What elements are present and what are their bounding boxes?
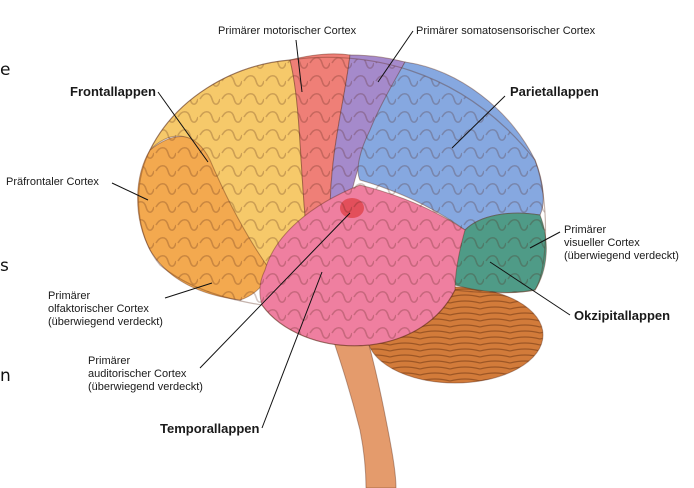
label-visual-cortex: Primärer visueller Cortex (überwiegend v… bbox=[564, 224, 679, 262]
brainstem bbox=[329, 329, 397, 488]
leader-parietal bbox=[451, 95, 506, 149]
label-auditory-cortex: Primärer auditorischer Cortex (überwiege… bbox=[88, 355, 203, 393]
label-motor-cortex: Primärer motorischer Cortex bbox=[218, 25, 357, 37]
leader-somato bbox=[377, 30, 414, 83]
label-prefrontal-cortex: Präfrontaler Cortex bbox=[6, 176, 99, 188]
label-olfactory-cortex: Primärer olfaktorischer Cortex (überwieg… bbox=[48, 290, 163, 328]
cropped-text-fragment: e bbox=[0, 60, 11, 80]
leader-frontal bbox=[157, 91, 209, 163]
label-somatosensory-cortex: Primärer somatosensorischer Cortex bbox=[416, 25, 596, 37]
cropped-text-fragment: n bbox=[0, 366, 11, 386]
cropped-text-fragment: s bbox=[0, 256, 9, 276]
label-frontal-lobe: Frontallappen bbox=[70, 84, 156, 99]
label-parietal-lobe: Parietallappen bbox=[510, 84, 599, 99]
leader-auditory bbox=[199, 212, 351, 369]
leader-motor bbox=[295, 39, 303, 93]
leader-occipital bbox=[489, 261, 571, 316]
leader-olfactory bbox=[164, 282, 213, 299]
label-occipital-lobe: Okzipitallappen bbox=[574, 308, 671, 323]
leader-temporal bbox=[261, 271, 323, 429]
label-temporal-lobe: Temporallappen bbox=[160, 421, 260, 436]
leader-visual bbox=[529, 231, 561, 249]
leader-prefrontal bbox=[111, 182, 149, 201]
